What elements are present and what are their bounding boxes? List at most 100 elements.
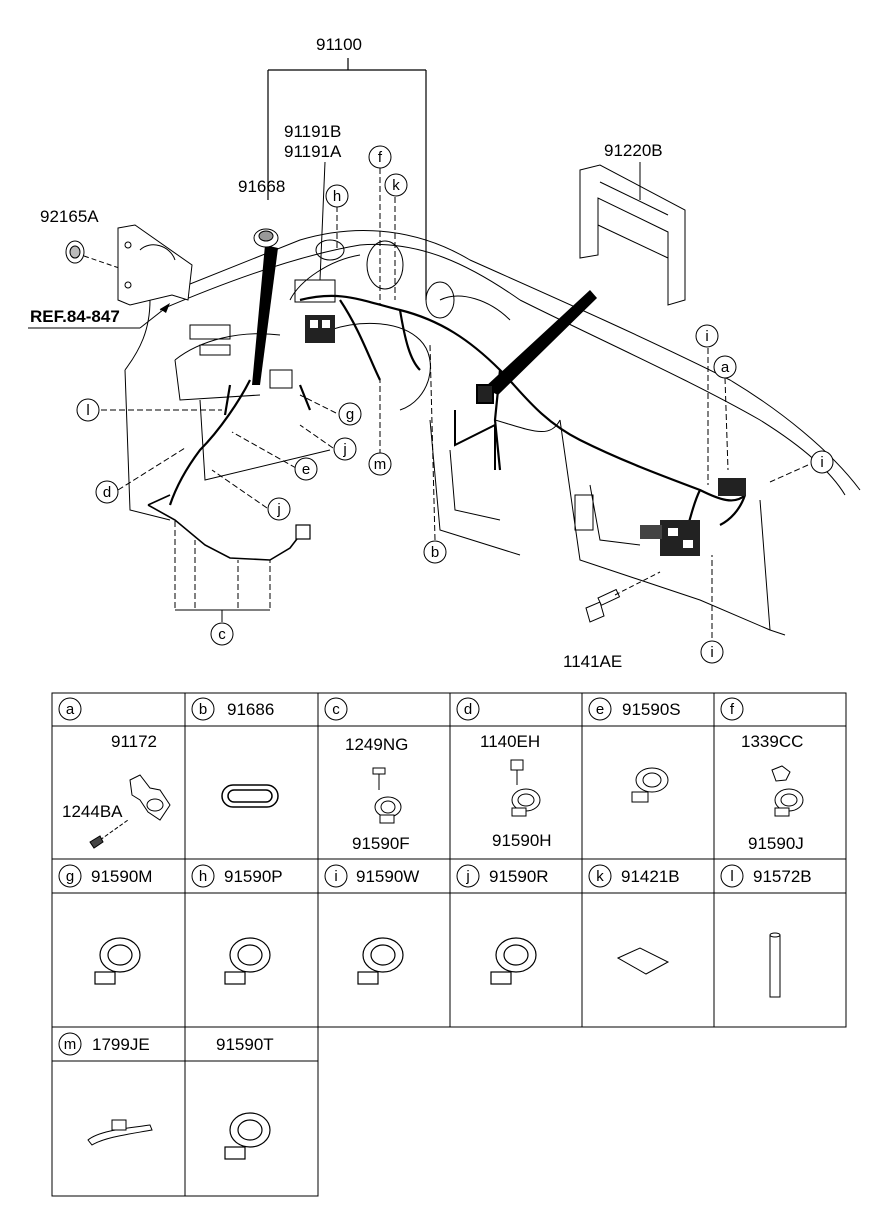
label-91668: 91668 [238,177,285,196]
part-j-clip-icon [490,937,537,985]
cell-d-subpart-1: 1140EH [480,732,541,751]
label-1141AE: 1141AE [563,652,622,671]
cell-k-part: 91421B [621,867,680,886]
cell-b-part: 91686 [227,700,275,719]
callout-circle-k [384,173,408,197]
callout-circle-d [95,480,119,504]
cell-f-subpart-2: 91590J [748,834,804,853]
main-part-bracket [267,58,427,300]
part-h-clip-icon [224,937,271,985]
ref-arrowhead [160,303,170,313]
callout-circle-e [294,457,318,481]
cell-d-letter: d [463,701,473,718]
callout-circle-b [423,540,447,564]
cell-g-letter: g [65,868,75,885]
cell-c-letter: c [332,701,340,718]
cell-a-letter: a [65,701,75,718]
cell-i-letter: i [334,868,338,885]
wiring-harness [168,294,747,541]
label-92165A: 92165A [40,207,99,226]
cell-j-part: 91590R [489,867,549,886]
cell-l-letter: l [730,868,734,885]
cell-b-letter: b [198,701,208,718]
bracket-connector-center [454,384,496,470]
callout-circle-j-lower [267,497,291,521]
callout-l: l [86,402,89,419]
callout-g: g [346,406,354,423]
wiring-harness-diagram: 91100 [28,35,861,671]
dashed-leaders [101,168,809,638]
callout-j-upper: j [342,441,346,458]
callout-circle-h [325,184,349,208]
callout-b: b [431,544,439,561]
main-part-number: 91100 [316,35,362,54]
cell-a-subpart-2: 1244BA [62,802,123,821]
callout-i-right: i [820,454,823,471]
pointer-wedge-left [252,245,278,385]
callout-j-lower: j [276,501,280,518]
bracket-91220B-icon [579,164,686,306]
callout-circle-g [338,402,362,426]
grommet-91668-icon [253,228,279,248]
cell-d-subpart-2: 91590H [492,831,552,850]
cell-k-letter: k [596,868,604,885]
part-a-bracket-icon [89,774,171,849]
part-c-clip-icon [372,767,402,824]
bolt-1141AE-icon [585,571,661,623]
label-91191B: 91191B [284,122,341,141]
callout-circle-i-right [810,450,834,474]
part-t-clip-icon [224,1112,271,1160]
c-bracket [175,609,270,622]
callout-m: m [374,456,387,473]
cell-i-part: 91590W [356,867,420,886]
cell-f-subpart-1: 1339CC [741,732,804,751]
callout-circle-a [713,355,737,379]
callout-d: d [103,484,111,501]
callout-circle-i-top [695,324,719,348]
part-g-clip-icon [94,937,141,985]
cell-c-subpart-2: 91590F [352,834,410,853]
part-l-tube-icon [769,932,781,998]
leader-91191 [319,161,326,281]
cell-m-part: 1799JE [92,1035,150,1054]
cell-t-part: 91590T [216,1035,274,1054]
callout-circle-i-bottom [700,640,724,664]
callout-i-bottom: i [710,644,713,661]
cell-e-letter: e [595,701,605,718]
callout-circle-m [368,452,392,476]
cell-h-part: 91590P [224,867,283,886]
label-ref-84-847: REF.84-847 [30,307,120,326]
cell-c-subpart-1: 1249NG [345,735,409,754]
cell-a-subpart-1: 91172 [111,732,158,751]
cell-m-letter: m [63,1036,77,1053]
cell-l-part: 91572B [753,867,812,886]
part-b-grommet-icon [221,784,279,808]
callout-c: c [218,626,226,643]
part-k-pad-icon [616,947,670,975]
part-e-clip-icon [631,767,669,803]
callout-h: h [333,188,341,205]
part-i-clip-icon [357,937,404,985]
callout-f: f [378,149,383,166]
floor-harness [147,494,301,561]
floor-connector [295,524,311,540]
part-f-clip-icon [771,765,804,817]
dashboard-outline [124,229,861,636]
cell-j-letter: j [466,868,470,885]
letter-callouts [76,145,834,664]
callout-k: k [392,177,400,194]
cell-g-part: 91590M [91,867,153,886]
bracket-ref-icon [117,224,193,306]
part-m-tie-icon [87,1119,153,1146]
callout-circle-j-upper [333,437,357,461]
callout-i-top: i [705,328,708,345]
callout-a: a [721,359,730,376]
callout-e: e [302,461,310,478]
callout-circle-l [76,398,100,422]
label-91220B: 91220B [604,141,663,160]
part-d-clip-icon [510,759,541,817]
label-91191A: 91191A [284,142,342,161]
callout-circle-c [210,622,234,646]
pointer-wedge-right [484,290,597,395]
